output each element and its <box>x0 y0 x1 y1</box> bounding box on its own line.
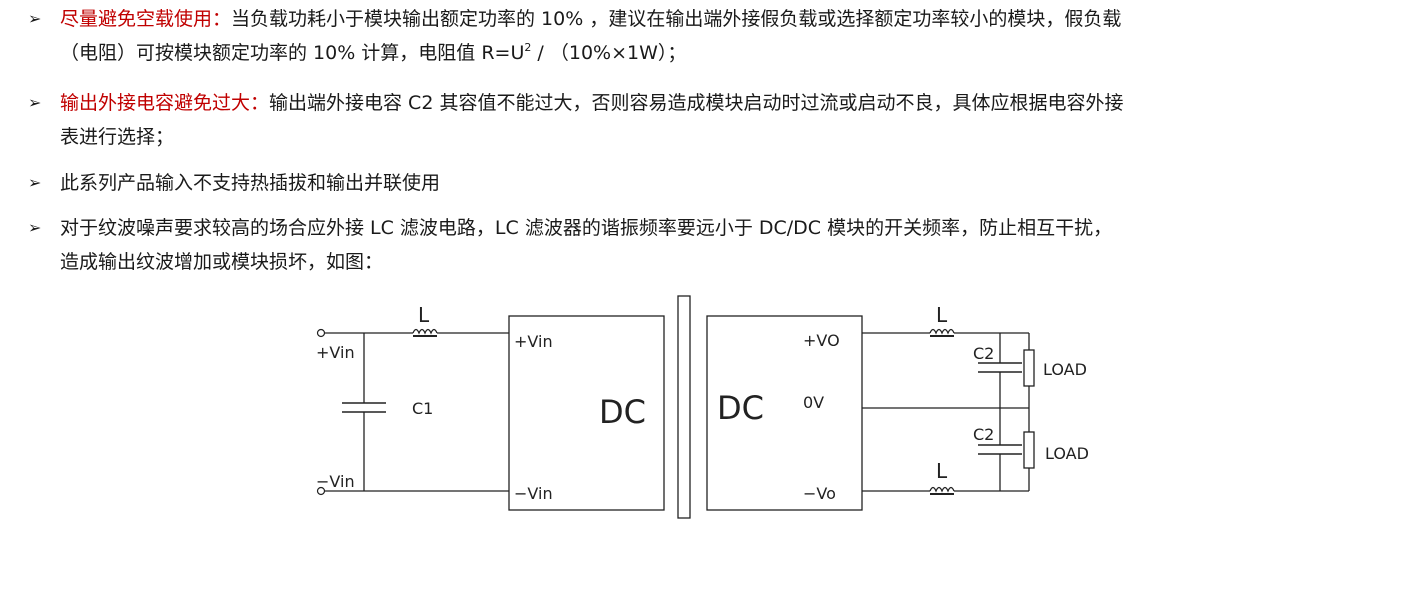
bullet-icon: ➢ <box>28 9 42 28</box>
superscript: 2 <box>524 41 532 54</box>
input-negative-label: −Vin <box>316 472 355 491</box>
note-text: 对于纹波噪声要求较高的场合应外接 LC 滤波电路，LC 滤波器的谐振频率要远小于… <box>60 217 1113 239</box>
output-capacitor-upper-label: C2 <box>973 344 994 363</box>
note-text: 造成输出纹波增加或模块损坏，如图： <box>60 251 384 273</box>
bullet-icon: ➢ <box>28 93 42 112</box>
load-upper-label: LOAD <box>1043 360 1087 379</box>
note-text: 当负载功耗小于模块输出额定功率的 10% ，建议在输出端外接假负载或选择额定功率… <box>231 8 1122 30</box>
isolation-barrier <box>677 295 691 519</box>
note-text: / （10%×1W）； <box>531 42 687 64</box>
input-capacitor-label: C1 <box>412 399 433 418</box>
output-inductor-negative-label: L <box>936 459 948 483</box>
output-inductor-positive-label: L <box>936 303 948 327</box>
load-upper-resistor-icon <box>1023 349 1035 387</box>
module-output-block <box>706 315 863 511</box>
note-highlight: 尽量避免空载使用： <box>60 8 232 30</box>
note-text: （电阻）可按模块额定功率的 10% 计算，电阻值 R=U <box>60 42 525 64</box>
module-input-negative-label: −Vin <box>514 484 553 503</box>
module-input-block <box>508 315 665 511</box>
load-lower-resistor-icon <box>1023 431 1035 469</box>
input-terminal-positive <box>316 328 326 338</box>
output-capacitor-upper-icon <box>978 362 1022 373</box>
module-dc-left-label: DC <box>599 393 646 431</box>
bullet-icon: ➢ <box>28 173 42 192</box>
output-capacitor-lower-label: C2 <box>973 425 994 444</box>
output-zero-label: 0V <box>803 393 824 412</box>
input-capacitor-icon <box>342 402 386 413</box>
output-positive-label: +VO <box>803 331 840 350</box>
module-input-positive-label: +Vin <box>514 332 553 351</box>
input-inductor-icon <box>412 328 438 337</box>
module-dc-right-label: DC <box>717 389 764 427</box>
note-text: 输出端外接电容 C2 其容值不能过大，否则容易造成模块启动时过流或启动不良，具体… <box>269 92 1124 114</box>
note-text: 表进行选择； <box>60 126 175 148</box>
note-text: 此系列产品输入不支持热插拔和输出并联使用 <box>60 172 441 194</box>
output-inductor-positive-icon <box>929 328 955 337</box>
note-highlight: 输出外接电容避免过大： <box>60 92 270 114</box>
output-negative-label: −Vo <box>803 484 836 503</box>
bullet-icon: ➢ <box>28 218 42 237</box>
input-positive-label: +Vin <box>316 343 355 362</box>
load-lower-label: LOAD <box>1045 444 1089 463</box>
output-inductor-negative-icon <box>929 486 955 495</box>
output-capacitor-lower-icon <box>978 444 1022 455</box>
input-inductor-label: L <box>418 303 430 327</box>
